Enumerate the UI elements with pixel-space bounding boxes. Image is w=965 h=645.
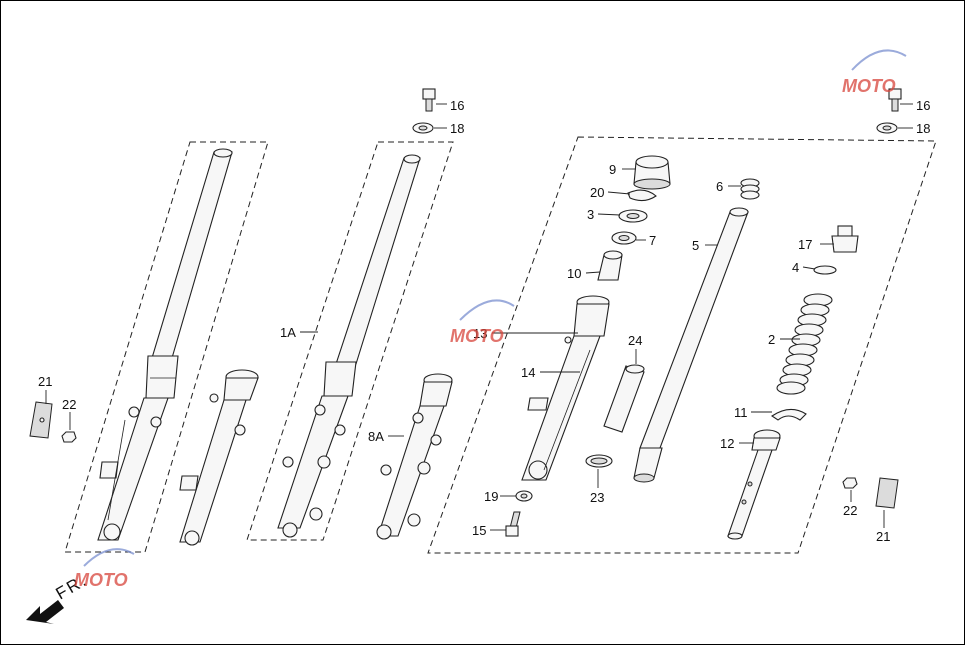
oring-4 [813, 265, 837, 275]
nut-22-left [61, 431, 77, 443]
label-21-right: 21 [876, 529, 890, 544]
label-17: 17 [798, 237, 812, 252]
spring-2 [776, 293, 833, 395]
piston-12 [727, 429, 781, 540]
part-labels: 16 18 16 18 1A 8A 21 22 21 22 9 20 3 7 1… [38, 98, 930, 544]
label-14: 14 [521, 365, 535, 380]
watermark-logo-bottom-left: MOTO [74, 548, 135, 590]
label-7: 7 [649, 233, 656, 248]
label-3: 3 [587, 207, 594, 222]
watermark-text: MOTO [74, 570, 128, 590]
label-5: 5 [692, 238, 699, 253]
watermark-text: MOTO [450, 326, 504, 346]
watermark-logo-center: MOTO [450, 299, 515, 346]
washer-19 [515, 490, 533, 502]
reflector-21-left [29, 401, 53, 439]
group-box-1A [246, 141, 454, 541]
tube-24 [603, 364, 645, 433]
fork-assembly-left [97, 148, 233, 541]
label-9: 9 [609, 162, 616, 177]
label-16-left: 16 [450, 98, 464, 113]
label-18-right: 18 [916, 121, 930, 136]
arrow-icon [26, 600, 64, 624]
reflector-21-right [875, 477, 899, 509]
clip-20 [627, 189, 657, 202]
piece-10 [597, 250, 623, 281]
label-22-right: 22 [843, 503, 857, 518]
label-6: 6 [716, 179, 723, 194]
fork-slider-left [179, 369, 259, 546]
label-13: 13 [473, 326, 487, 341]
fork-assembly-1A [277, 154, 421, 538]
inner-tube-5 [633, 207, 749, 483]
leader-lines [45, 103, 913, 531]
label-4: 4 [792, 260, 799, 275]
group-box-inner-parts [427, 136, 937, 554]
label-22-left: 22 [62, 397, 76, 412]
nut-22-right [842, 477, 858, 489]
bush-7 [611, 231, 637, 245]
oring-23 [585, 454, 613, 468]
label-19: 19 [484, 489, 498, 504]
group-box-left-fork [64, 141, 269, 553]
watermark-text: MOTO [842, 76, 896, 96]
label-18-left: 18 [450, 121, 464, 136]
label-10: 10 [567, 266, 581, 281]
bolt-15 [505, 511, 521, 537]
outer-tube-13-14 [521, 295, 610, 481]
label-20: 20 [590, 185, 604, 200]
label-21-left: 21 [38, 374, 52, 389]
cap-17 [831, 225, 859, 253]
bolt-16-right [888, 88, 902, 112]
label-1A: 1A [280, 325, 296, 340]
label-15: 15 [472, 523, 486, 538]
bush-3 [618, 209, 648, 223]
fork-slider-8A [376, 373, 453, 540]
watermark-logo-top-right: MOTO [842, 49, 907, 96]
label-2: 2 [768, 332, 775, 347]
bolt-16-left [422, 88, 436, 112]
clip-11 [771, 408, 807, 421]
spring-6 [740, 178, 760, 200]
label-11: 11 [734, 405, 748, 420]
label-24: 24 [628, 333, 642, 348]
label-8A: 8A [368, 429, 384, 444]
seal-9 [633, 155, 671, 190]
label-16-right: 16 [916, 98, 930, 113]
label-12: 12 [720, 436, 734, 451]
label-23: 23 [590, 490, 604, 505]
